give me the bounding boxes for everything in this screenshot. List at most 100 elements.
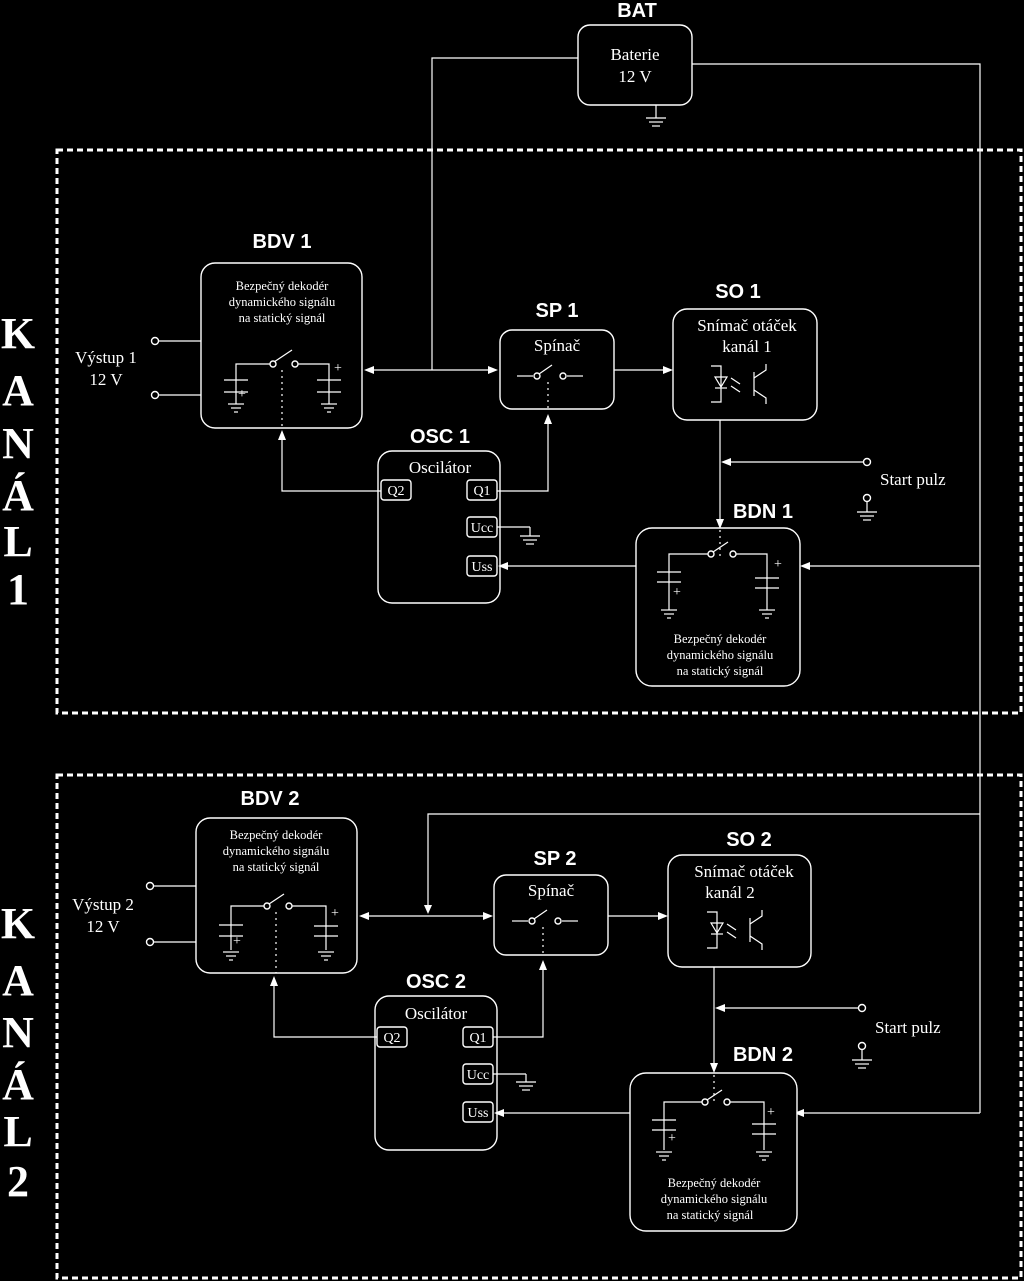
bdn-desc: na statický signál [667, 1208, 754, 1222]
capacitor-icon: + [755, 557, 782, 619]
ground-icon [516, 1074, 536, 1091]
bdn-desc: dynamického signálu [661, 1192, 768, 1206]
arrow-icon [716, 519, 724, 529]
bdv-desc: na statický signál [239, 311, 326, 325]
so-1-block: SO 1 Snímač otáček kanál 1 [672, 281, 818, 421]
osc-2-title: OSC 2 [406, 971, 466, 993]
osc-2-block: OSC 2 Oscilátor Q2 Q1 Ucc Uss [374, 971, 498, 1151]
osc-2-wiring [270, 960, 630, 1117]
svg-text:+: + [331, 906, 339, 921]
output-label: Výstup 2 [72, 895, 134, 914]
channel-2-frame [55, 773, 1023, 1280]
capacitor-icon: + [752, 1105, 776, 1161]
battery-cell-icon: + [652, 1119, 676, 1161]
switch-icon [517, 364, 583, 409]
battery-voltage: 12 V [618, 67, 652, 86]
pin-label: Q2 [383, 1031, 400, 1046]
output-1: Výstup 1 12 V [75, 336, 201, 400]
bdn-desc: Bezpečný dekodér [668, 1176, 762, 1190]
battery-wiring [424, 57, 981, 1117]
bdv-desc: Bezpečný dekodér [230, 828, 324, 842]
output-2: Výstup 2 12 V [72, 881, 196, 947]
svg-text:+: + [668, 1131, 676, 1146]
side-letter: K [1, 899, 35, 948]
side-letter: L [3, 517, 32, 566]
battery-cell-icon: + [657, 571, 681, 619]
arrow-icon [544, 414, 552, 424]
sp-1-block: SP 1 Spínač [499, 300, 615, 410]
bus-2 [359, 912, 493, 920]
so-2-title: SO 2 [726, 829, 772, 851]
bus-1 [364, 366, 498, 374]
arrow-icon [710, 1063, 718, 1073]
terminal-icon [145, 881, 155, 891]
pin-label: Uss [471, 560, 492, 575]
ground-icon [857, 493, 877, 521]
arrow-icon [658, 912, 668, 920]
bdv-desc: dynamického signálu [229, 295, 336, 309]
osc-1-wiring [278, 414, 636, 570]
pin-label: Q1 [473, 484, 490, 499]
sp-1-label: Spínač [534, 336, 581, 355]
bdv-desc: Bezpečný dekodér [236, 279, 330, 293]
side-letter: K [1, 309, 35, 358]
arrow-icon [539, 960, 547, 970]
osc-1-title: OSC 1 [410, 426, 470, 448]
bdn-desc: Bezpečný dekodér [674, 632, 768, 646]
bdn-1-title: BDN 1 [733, 501, 793, 523]
pin-label: Ucc [471, 521, 494, 536]
side-letter: A [2, 366, 34, 415]
arrow-icon [800, 562, 810, 570]
arrow-icon [270, 976, 278, 986]
so-1-channel: kanál 1 [722, 337, 772, 356]
sp-1-title: SP 1 [536, 300, 579, 322]
switch-icon [512, 909, 578, 955]
side-letter: 1 [7, 565, 29, 614]
start-pulse-label: Start pulz [880, 470, 946, 489]
so-1-title: SO 1 [715, 281, 761, 303]
bdv-2-title: BDV 2 [241, 788, 300, 810]
arrow-icon [498, 562, 508, 570]
bdn-1-block: BDN 1 + + [635, 501, 801, 687]
svg-text:+: + [673, 585, 681, 600]
osc-2-label: Oscilátor [405, 1004, 468, 1023]
capacitor-icon: + [314, 906, 339, 961]
sp-2-block: SP 2 Spínač [493, 848, 609, 956]
pin-uss [462, 1101, 494, 1123]
osc-1-block: OSC 1 Oscilátor Q2 Q1 Ucc Uss [377, 426, 501, 604]
so-1-label: Snímač otáček [697, 316, 797, 335]
side-letter: N [2, 1008, 34, 1057]
terminal-icon [145, 937, 155, 947]
so-2-block: SO 2 Snímač otáček kanál 2 [667, 829, 812, 968]
pin-q1 [466, 479, 498, 501]
pin-label: Q1 [469, 1031, 486, 1046]
optocoupler-icon [707, 910, 763, 950]
capacitor-icon: + [317, 361, 342, 413]
optocoupler-icon [711, 364, 767, 404]
start-pulse-2: Start pulz [710, 967, 941, 1073]
side-letter: N [2, 419, 34, 468]
arrow-icon [715, 1004, 725, 1012]
arrow-icon [359, 912, 369, 920]
battery-cell-icon: + [219, 924, 243, 961]
battery-cell-icon: + [224, 379, 248, 413]
arrow-icon [483, 912, 493, 920]
terminal-icon [857, 1003, 867, 1013]
svg-text:+: + [334, 361, 342, 376]
channel-1-side-label: K A N Á L 1 [1, 309, 35, 614]
bdn-2-title: BDN 2 [733, 1044, 793, 1066]
ground-icon [852, 1041, 872, 1069]
bdn-desc: na statický signál [677, 664, 764, 678]
svg-text:+: + [774, 557, 782, 572]
ground-icon [646, 105, 666, 127]
start-pulse-1: Start pulz [716, 420, 946, 529]
battery-title: BAT [617, 0, 657, 22]
arrow-icon [494, 1109, 504, 1117]
terminal-icon [150, 336, 160, 346]
so-2-label: Snímač otáček [694, 862, 794, 881]
terminal-icon [862, 457, 872, 467]
arrow-icon [721, 458, 731, 466]
switch-icon [668, 530, 768, 610]
pin-q2 [380, 479, 412, 501]
channel-1: K A N Á L 1 Výstup 1 12 V BDV 1 Bezpečný… [1, 148, 1023, 715]
